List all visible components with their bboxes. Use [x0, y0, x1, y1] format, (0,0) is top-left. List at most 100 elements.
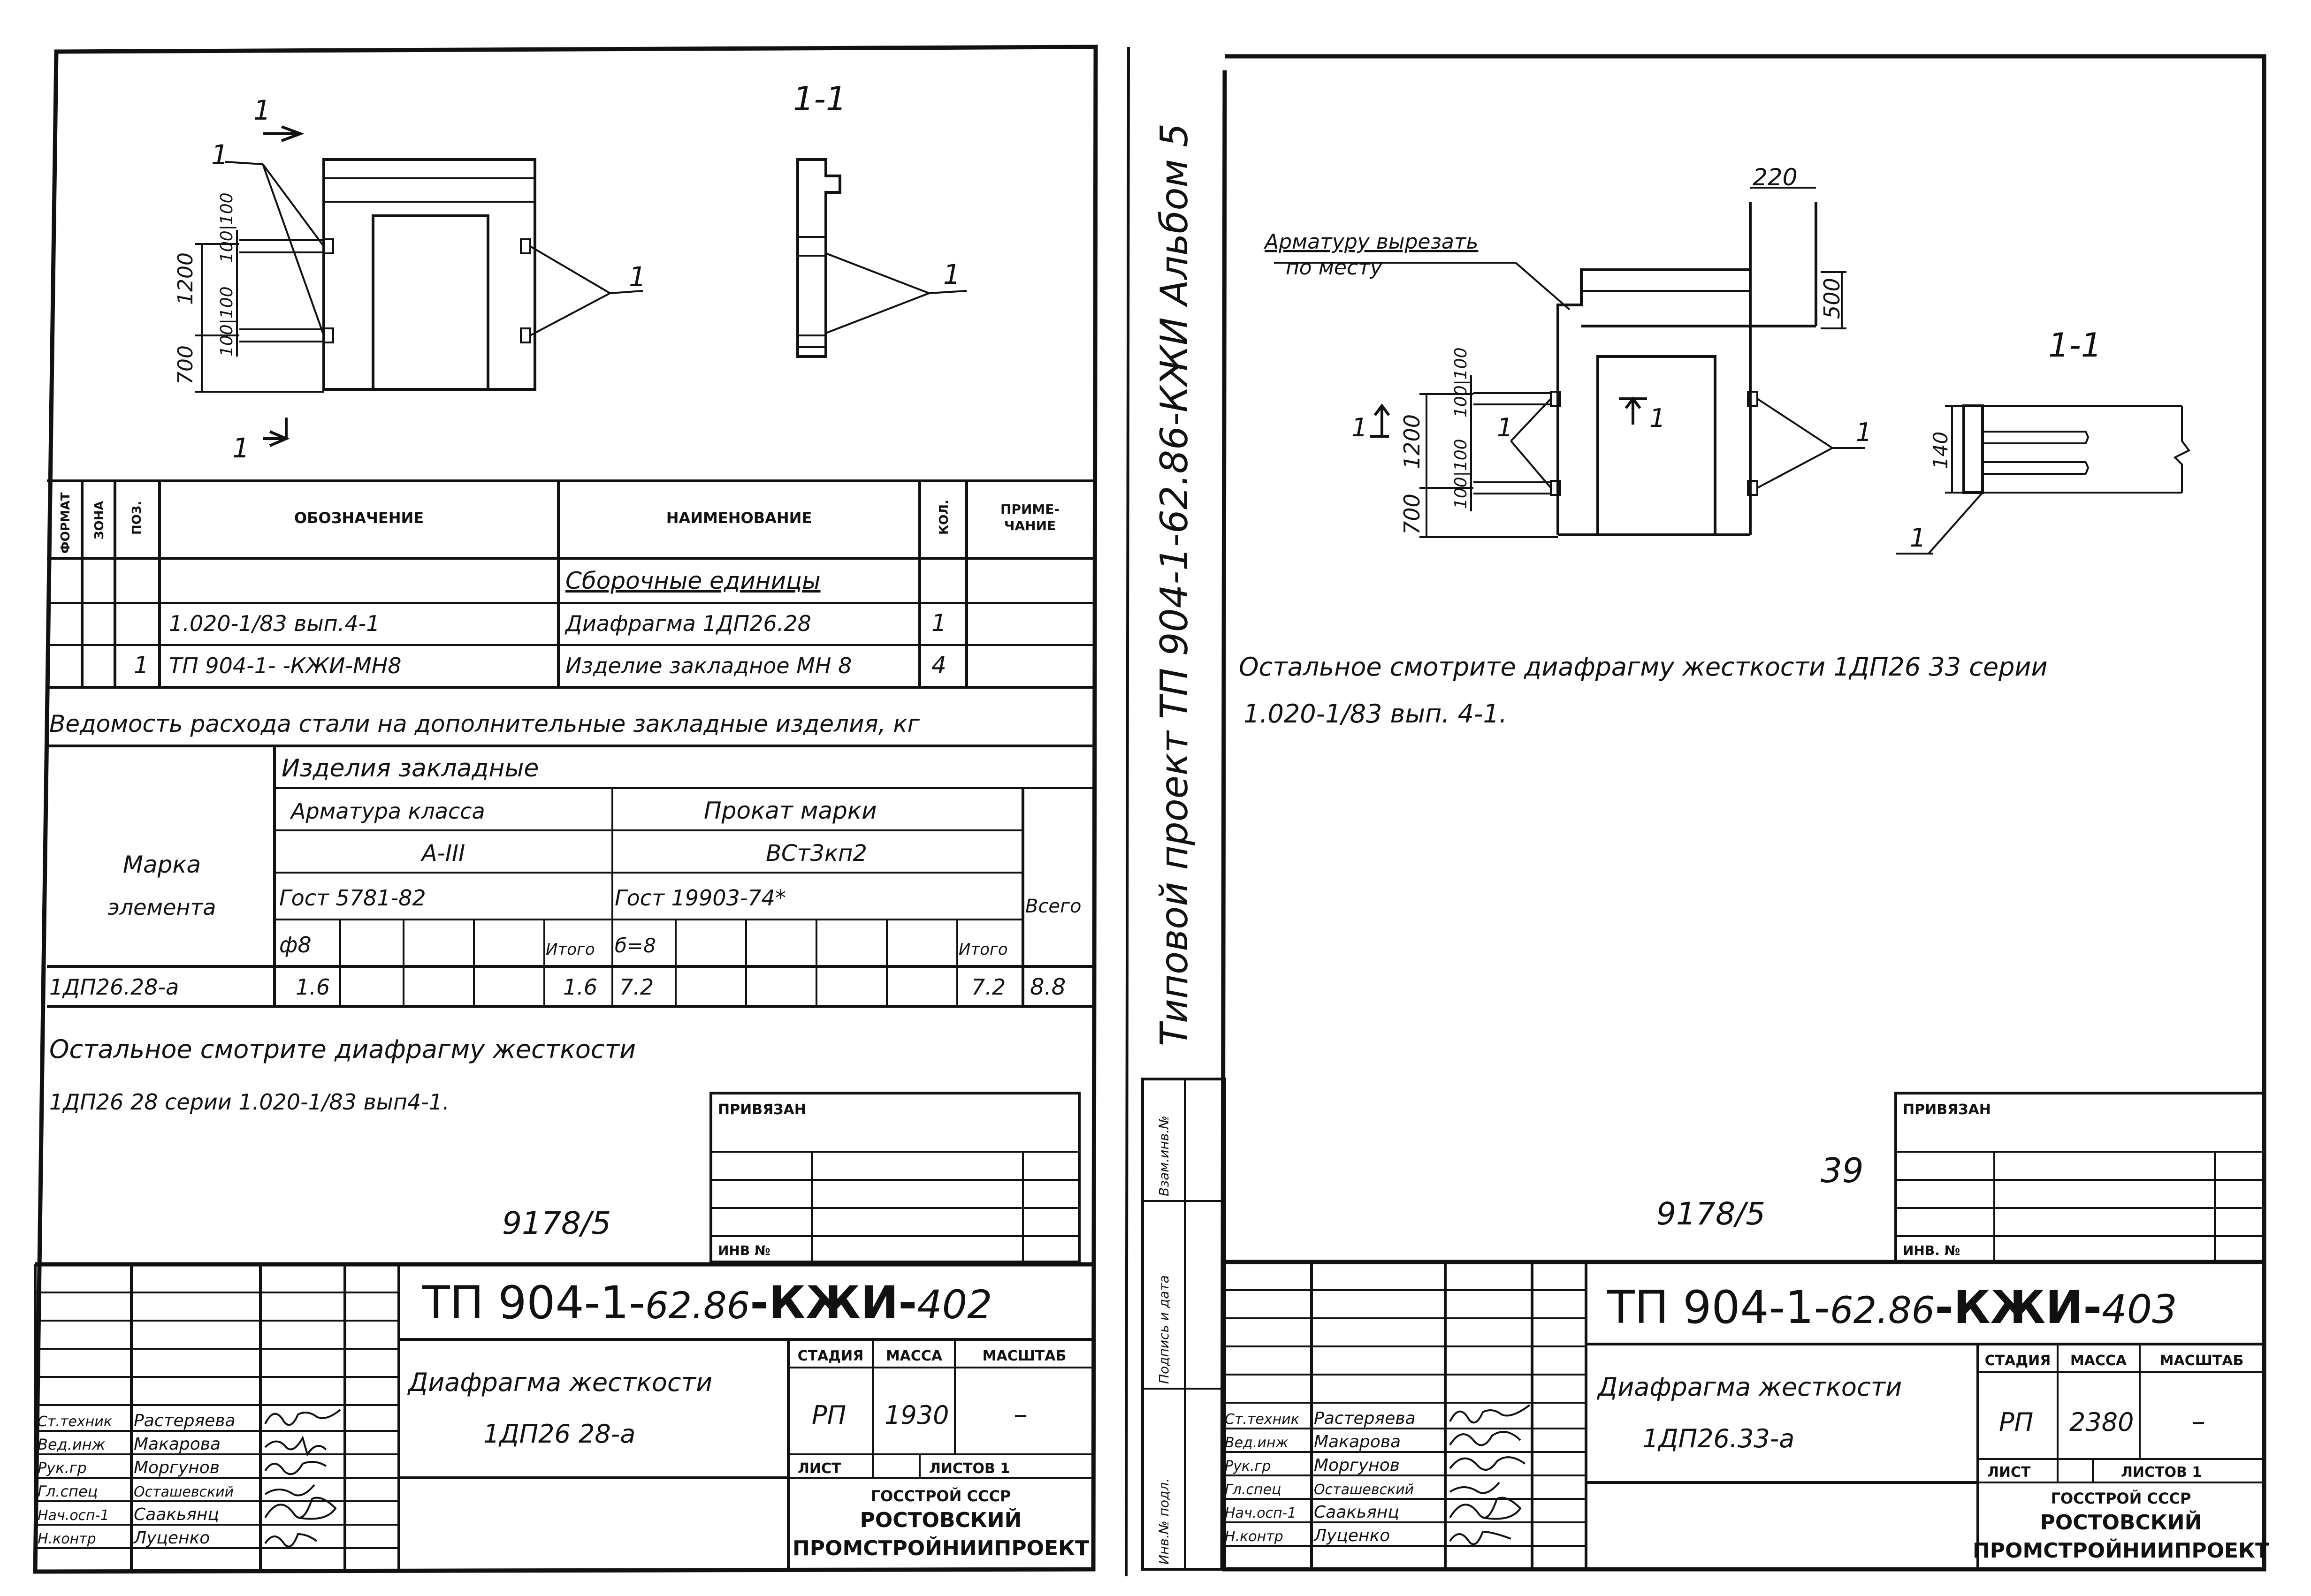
steel-row-delta: 7.2	[619, 974, 654, 1000]
left-stage-hdr: СТАДИЯ	[798, 1348, 864, 1364]
right-note-2: 1.020-1/83 вып. 4-1.	[1243, 699, 1507, 729]
left-mass-hdr: МАССА	[886, 1348, 943, 1364]
right-stage: РП	[1999, 1407, 2033, 1437]
left-privyazan: ПРИВЯЗАН	[718, 1102, 806, 1118]
left-signer-name-1: Растеряева	[134, 1411, 236, 1430]
steel-rebar-class: А-III	[420, 840, 465, 866]
steel-mark-2: элемента	[107, 895, 216, 920]
right-leader-l: 1	[1497, 413, 1513, 442]
right-org-1: ГОССТРОЙ СССР	[2051, 1490, 2191, 1507]
right-signer-role-6: Н.контр	[1225, 1528, 1283, 1545]
left-note-2: 1ДП26 28 серии 1.020-1/83 вып4-1.	[49, 1089, 450, 1115]
left-signer-name-5: Саакьянц	[134, 1505, 219, 1524]
left-mass: 1930	[885, 1400, 949, 1430]
spec-hdr-designation: ОБОЗНАЧЕНИЕ	[294, 509, 424, 527]
right-drawing-name-1: Диафрагма жесткости	[1597, 1372, 1902, 1402]
steel-delta: б=8	[615, 934, 656, 957]
left-org-3: ПРОМСТРОЙНИИПРОЕКТ	[793, 1535, 1089, 1560]
steel-row-mark: 1ДП26.28-а	[49, 974, 179, 1000]
left-org-1: ГОССТРОЙ СССР	[871, 1487, 1011, 1505]
left-sheets-hdr: ЛИСТОВ 1	[929, 1460, 1010, 1477]
steel-row-itogo2: 7.2	[971, 974, 1006, 1000]
right-signer-role-5: Нач.осп-1	[1225, 1505, 1297, 1521]
left-signer-name-6: Луценко	[133, 1528, 210, 1548]
right-inv: ИНВ. №	[1903, 1243, 1960, 1258]
left-stage: РП	[812, 1400, 846, 1430]
right-signer-name-5: Саакьянц	[1314, 1503, 1399, 1522]
right-signatures	[1449, 1404, 1531, 1545]
left-leader-label: 1	[211, 139, 229, 171]
steel-itogo-1: Итого	[546, 940, 595, 959]
spec-row-2-name: Изделие закладное МН 8	[565, 653, 852, 678]
right-sheet-hdr: ЛИСТ	[1987, 1464, 2031, 1481]
left-scale-hdr: МАСШТАБ	[983, 1348, 1067, 1364]
steel-rebar-class-hdr: Арматура класса	[290, 798, 485, 824]
steel-gost-rebar: Гост 5781-82	[279, 885, 426, 911]
right-section-mark-l: 1	[1351, 413, 1367, 442]
right-signer-name-1: Растеряева	[1314, 1409, 1416, 1428]
right-title-code: ТП 904-1-62.86-КЖИ-403	[1607, 1281, 2177, 1334]
steel-rolled-grade: ВСт3кп2	[766, 840, 867, 866]
steel-row-phi: 1.6	[296, 974, 330, 1000]
left-dim-1200: 1200	[174, 252, 198, 305]
right-drawing-name-2: 1ДП26.33-а	[1642, 1424, 1794, 1453]
left-privyazan-block	[709, 1092, 1081, 1263]
right-org-3: ПРОМСТРОЙНИИПРОЕКТ	[1973, 1538, 2269, 1563]
left-drawing-name-1: Диафрагма жесткости	[407, 1368, 712, 1397]
right-signer-name-2: Макарова	[1314, 1432, 1401, 1452]
spec-row-1-qty: 1	[931, 609, 946, 637]
left-signer-name-4: Осташевский	[134, 1484, 234, 1500]
steel-table-title: Ведомость расхода стали на дополнительны…	[49, 710, 920, 737]
left-signer-role-4: Гл.спец	[38, 1482, 98, 1500]
right-section-title: 1-1	[2048, 326, 2102, 365]
left-signer-role-3: Рук.гр	[38, 1459, 87, 1477]
right-section-leader: 1	[1910, 523, 1926, 553]
left-steel-table	[47, 745, 1093, 1008]
left-section-leader: 1	[943, 258, 961, 290]
left-elevation	[195, 125, 643, 447]
spec-hdr-note-1: ПРИМЕ-	[1000, 502, 1060, 517]
steel-group: Изделия закладные	[282, 754, 539, 783]
left-section-mark-top: 1	[253, 94, 271, 126]
right-org-2: РОСТОВСКИЙ	[2040, 1510, 2202, 1535]
right-privyazan: ПРИВЯЗАН	[1903, 1102, 1991, 1118]
right-dim-700: 700	[1399, 494, 1425, 535]
spine-stamp-inv: Инв.№ подл.	[1156, 1478, 1172, 1565]
steel-phi: ф8	[279, 932, 312, 958]
left-signatures	[264, 1409, 341, 1548]
left-leader-label-2: 1	[629, 261, 646, 293]
right-dim-220: 220	[1753, 164, 1797, 191]
right-title-block	[1221, 1260, 2264, 1569]
right-section-mark-r: 1	[1649, 403, 1665, 433]
steel-row-itogo1: 1.6	[563, 974, 597, 1000]
right-scale-hdr: МАСШТАБ	[2160, 1353, 2244, 1369]
spec-section-title: Сборочные единицы	[565, 567, 821, 594]
left-signer-role-5: Нач.осп-1	[38, 1507, 109, 1524]
right-cut-note-2: по месту	[1286, 256, 1383, 280]
spine-stamp-sign: Подпись и дата	[1156, 1275, 1172, 1384]
right-mass-hdr: МАССА	[2070, 1353, 2127, 1369]
spec-hdr-qty: КОЛ.	[937, 500, 951, 535]
right-note-1: Остальное смотрите диафрагму жесткости 1…	[1239, 652, 2048, 682]
left-title-block	[34, 1262, 1093, 1572]
left-signer-name-3: Моргунов	[134, 1458, 220, 1477]
right-signer-role-4: Гл.спец	[1225, 1482, 1281, 1498]
right-stage-hdr: СТАДИЯ	[1985, 1353, 2051, 1369]
right-leader-r: 1	[1856, 418, 1872, 447]
spec-row-2-qty: 4	[931, 652, 946, 679]
left-title-code: ТП 904-1-62.86-КЖИ-402	[422, 1277, 992, 1329]
spec-hdr-note-2: ЧАНИЕ	[1004, 518, 1056, 533]
left-signer-role-1: Ст.техник	[38, 1414, 112, 1430]
spec-row-1-name: Диафрагма 1ДП26.28	[564, 611, 811, 636]
right-sheet: Арматуру вырезать по месту 220 500 1200 …	[1221, 54, 2269, 1572]
left-dim-100-top: 100|100	[217, 192, 236, 263]
right-scale: –	[2191, 1405, 2205, 1438]
right-elevation	[1274, 187, 1865, 538]
spine-vertical-title: Типовой проект ТП 904-1-62.86-КЖИ Альбом…	[1152, 123, 1196, 1046]
spec-hdr-zone: ЗОНА	[92, 501, 107, 540]
right-mass: 2380	[2069, 1407, 2134, 1437]
right-signer-role-1: Ст.техник	[1225, 1411, 1299, 1428]
left-signer-role-6: Н.контр	[38, 1531, 96, 1547]
right-archive-no: 9178/5	[1656, 1196, 1765, 1232]
